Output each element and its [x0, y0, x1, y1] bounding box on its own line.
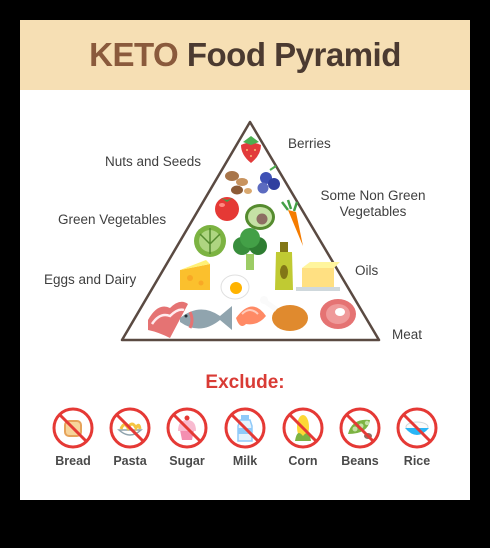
steak-icon — [320, 299, 356, 329]
broccoli-icon — [233, 228, 267, 270]
infographic-card: KETO Food Pyramid — [20, 20, 470, 500]
header-banner: KETO Food Pyramid — [20, 20, 470, 90]
exclude-item-rice: Rice — [387, 406, 447, 468]
title-keto: KETO — [89, 36, 179, 73]
exclude-title: Exclude: — [205, 372, 285, 393]
corn-icon — [282, 407, 324, 449]
label-oils: Oils — [355, 263, 379, 278]
rice-bowl-icon — [396, 407, 438, 449]
label-some-non-green-vegetables: Some Non Green Vegetables — [314, 188, 432, 220]
chicken-leg-icon — [260, 296, 308, 331]
fish-icon — [180, 306, 232, 330]
label-berries: Berries — [288, 136, 331, 151]
exclude-label-bread: Bread — [55, 454, 91, 468]
exclude-label-corn: Corn — [288, 454, 318, 468]
oil-bottle-icon — [275, 242, 293, 290]
title-food-pyramid: Food Pyramid — [186, 36, 402, 73]
exclude-label-pasta: Pasta — [113, 454, 147, 468]
carrot-icon — [281, 199, 303, 246]
exclude-label-sugar: Sugar — [169, 454, 205, 468]
blueberries-icon — [257, 165, 280, 194]
label-meat: Meat — [392, 327, 423, 342]
cupcake-icon — [166, 407, 208, 449]
page-title: KETO Food Pyramid — [89, 36, 401, 74]
exclude-label-rice: Rice — [403, 454, 431, 468]
pasta-icon — [109, 407, 151, 449]
pyramid-outline — [120, 120, 381, 342]
bread-icon — [52, 407, 94, 449]
exclude-item-bread: Bread — [43, 406, 103, 468]
label-green-vegetables: Green Vegetables — [58, 212, 167, 227]
exclude-item-beans: Beans — [330, 406, 390, 468]
cabbage-icon — [194, 225, 226, 257]
food-pyramid — [120, 120, 381, 342]
exclude-label-beans: Beans — [341, 454, 379, 468]
exclude-item-milk: Milk — [215, 406, 275, 468]
label-some-non-green-line1: Some Non Green — [320, 188, 426, 203]
butter-icon — [296, 262, 340, 291]
label-nuts-and-seeds: Nuts and Seeds — [105, 154, 202, 169]
exclude-item-sugar: Sugar — [157, 406, 217, 468]
milk-bottle-icon — [224, 407, 266, 449]
bacon-icon — [148, 301, 188, 338]
nuts-icon — [225, 171, 252, 195]
exclude-label-milk: Milk — [232, 454, 258, 468]
shrimp-icon — [236, 306, 266, 326]
tomato-icon — [215, 197, 239, 221]
label-eggs-and-dairy: Eggs and Dairy — [44, 272, 137, 287]
exclude-item-pasta: Pasta — [100, 406, 160, 468]
label-some-non-green-line2: Vegetables — [339, 204, 407, 219]
beans-icon — [339, 407, 381, 449]
exclude-item-corn: Corn — [273, 406, 333, 468]
cheese-icon — [180, 260, 210, 290]
avocado-icon — [245, 204, 275, 230]
strawberry-icon — [241, 136, 261, 163]
egg-icon — [220, 274, 250, 300]
